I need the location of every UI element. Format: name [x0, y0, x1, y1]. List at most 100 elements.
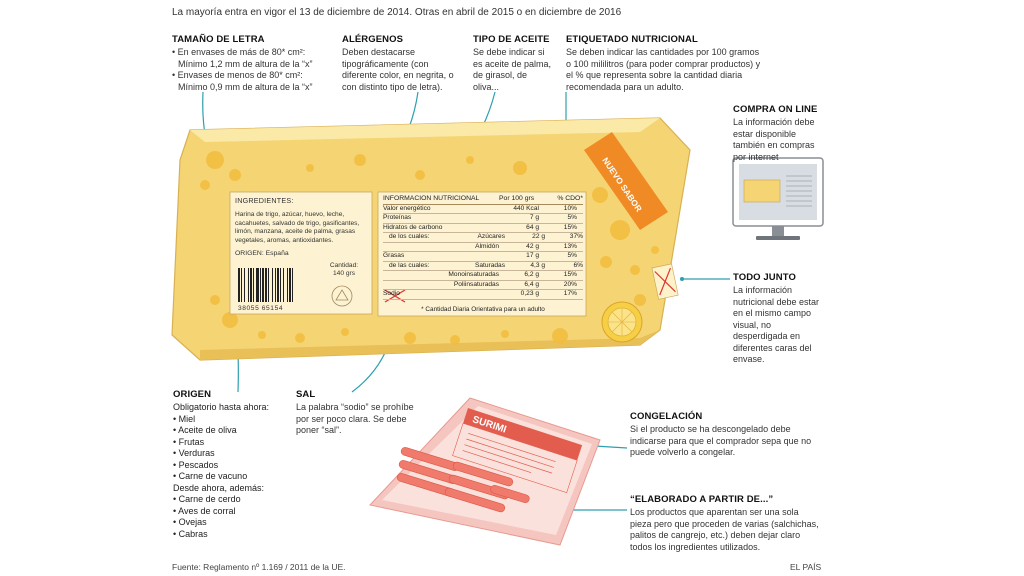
section-sal: SAL La palabra “sodio” se prohíbe por se… — [296, 389, 416, 437]
nutrition-cell: Hidratos de carbono — [383, 223, 443, 231]
barcode-bar — [268, 268, 269, 302]
nutrition-cell: 6,2 g — [524, 271, 539, 278]
nutrition-panel-bg — [377, 191, 587, 317]
nutrition-cell: 5% — [567, 252, 577, 259]
sal-text: La palabra “sodio” se prohíbe por ser po… — [296, 402, 414, 435]
barcode-bar — [280, 268, 281, 302]
section-origen: ORIGEN Obligatorio hasta ahora: • Miel •… — [173, 389, 293, 540]
nutrition-cell: 6,4 g — [524, 280, 539, 288]
nutrition-cell: 17 g — [526, 252, 539, 259]
nutrition-row: Sodio 0,23 g 17% — [383, 290, 583, 300]
quantity-value: 140 grs — [333, 270, 355, 277]
nutrition-header-per100: Por 100 grs — [499, 195, 535, 202]
elaborado-text: Los productos que aparentan ser una sola… — [630, 507, 819, 552]
section-junto: TODO JUNTO La información nutricional de… — [733, 272, 825, 366]
junto-text: La información nutricional debe estar en… — [733, 285, 820, 364]
barcode-bar — [253, 268, 254, 302]
nutrition-row: de las cuales: Saturadas 4,3 g 6% — [383, 261, 583, 271]
nutrition-cell: Monoinsaturadas — [448, 271, 499, 278]
nutrition-cell: 4,3 g — [530, 261, 545, 269]
congelacion-title: CONGELACIÓN — [630, 411, 703, 422]
barcode-bar — [292, 268, 293, 302]
origen-item: Obligatorio hasta ahora: — [173, 402, 270, 412]
tamano-title: TAMAÑO DE LETRA — [172, 34, 265, 45]
quantity-block: Cantidad: 140 grs — [318, 262, 370, 278]
quantity-label: Cantidad: — [329, 262, 359, 269]
origen-item: Desde ahora, además: — [173, 482, 265, 493]
nutrition-cell: 15% — [563, 271, 577, 278]
nutrition-cell: de los cuales: — [389, 233, 430, 240]
barcode-bar — [244, 268, 245, 302]
section-elaborado: “ELABORADO A PARTIR DE...” Los productos… — [630, 494, 822, 553]
nutrition-header: INFORMACION NUTRICIONAL Por 100 grs % CD… — [383, 195, 583, 205]
elaborado-title: “ELABORADO A PARTIR DE...” — [630, 494, 774, 505]
source-text: Fuente: Reglamento nº 1.169 / 2011 de la… — [172, 562, 346, 572]
nutrition-cell: Azúcares — [477, 233, 506, 240]
nutrition-cell — [445, 205, 499, 214]
nutrition-cell — [445, 252, 499, 261]
section-aceite: TIPO DE ACEITE Se debe indicar si es ace… — [473, 34, 555, 93]
nutrition-cell — [445, 224, 499, 233]
aceite-text: Se debe indicar si es aceite de palma, d… — [473, 47, 552, 92]
barcode — [238, 268, 293, 302]
sal-title: SAL — [296, 389, 316, 400]
origen-item: • Frutas — [173, 436, 205, 447]
tamano-list: • En envases de más de 80* cm²: Mínimo 1… — [172, 47, 342, 93]
nutrition-cell: 37% — [569, 233, 583, 240]
origen-title: ORIGEN — [173, 389, 212, 400]
nutrition-cell: 0,23 g — [520, 290, 539, 297]
compra-title: COMPRA ON LINE — [733, 104, 818, 115]
section-compra: COMPRA ON LINE La información debe estar… — [733, 104, 829, 163]
nutrition-cell: 440 Kcal — [513, 204, 539, 212]
intro-text: La mayoría entra en vigor el 13 de dicie… — [172, 7, 622, 18]
origen-item: • Cabras — [173, 528, 208, 539]
barcode-bar — [238, 268, 240, 302]
barcode-bar — [250, 268, 252, 302]
nutrition-cell: 6% — [573, 261, 583, 269]
barcode-bar — [248, 268, 249, 302]
barcode-number: 38055 65154 — [238, 305, 284, 312]
section-alergenos: ALÉRGENOS Deben destacarse tipográficame… — [342, 34, 462, 93]
barcode-bar — [256, 268, 259, 302]
surimi-package: SURIMI — [369, 397, 601, 546]
nutrition-cell: Grasas — [383, 252, 405, 259]
ingredients-title: INGREDIENTES: — [235, 196, 294, 205]
credit-text: EL PAÍS — [790, 562, 822, 572]
aceite-title: TIPO DE ACEITE — [473, 34, 550, 45]
origen-item: • Miel — [173, 413, 196, 424]
nutrition-cell: 10% — [563, 204, 577, 212]
origen-item: • Ovejas — [173, 517, 207, 527]
barcode-bar — [262, 268, 264, 302]
nutrition-row: Grasas 17 g 5% — [383, 252, 583, 262]
nutrition-cell — [445, 214, 499, 223]
monitor-illustration — [732, 157, 824, 240]
barcode-bar — [272, 268, 273, 302]
nutrition-header-cdo: % CDO* — [557, 195, 583, 202]
barcode-bar — [275, 268, 276, 302]
nutrition-table: INFORMACION NUTRICIONAL Por 100 grs % CD… — [383, 195, 583, 313]
nutrition-cell: Sodio — [383, 290, 400, 297]
barcode-bar — [287, 268, 288, 302]
tamano-item: • En envases de más de 80* cm²: — [172, 47, 306, 57]
nutrition-cell: 5% — [567, 214, 577, 221]
nutrition-cell: Saturadas — [474, 261, 505, 269]
tamano-item: • Envases de menos de 80* cm²: — [172, 70, 303, 80]
nutrition-cell: 17% — [563, 290, 577, 297]
barcode-bar — [277, 268, 279, 302]
nutrition-cell: 13% — [563, 242, 577, 250]
nutrition-cell: Poliinsaturadas — [453, 280, 499, 288]
origen-item: • Carne de cerdo — [173, 494, 241, 504]
origen-item: • Aceite de oliva — [173, 425, 237, 435]
barcode-bar — [283, 268, 284, 302]
origen-item: • Aves de corral — [173, 505, 236, 516]
nutrition-cell: 7 g — [529, 214, 539, 221]
etiquetado-text: Se deben indicar las cantidades por 100 … — [566, 47, 761, 92]
nutrition-cell: de las cuales: — [389, 261, 430, 269]
nutrition-header-title: INFORMACION NUTRICIONAL — [383, 195, 480, 202]
congelacion-text: Si el producto se ha descongelado debe i… — [630, 424, 812, 457]
